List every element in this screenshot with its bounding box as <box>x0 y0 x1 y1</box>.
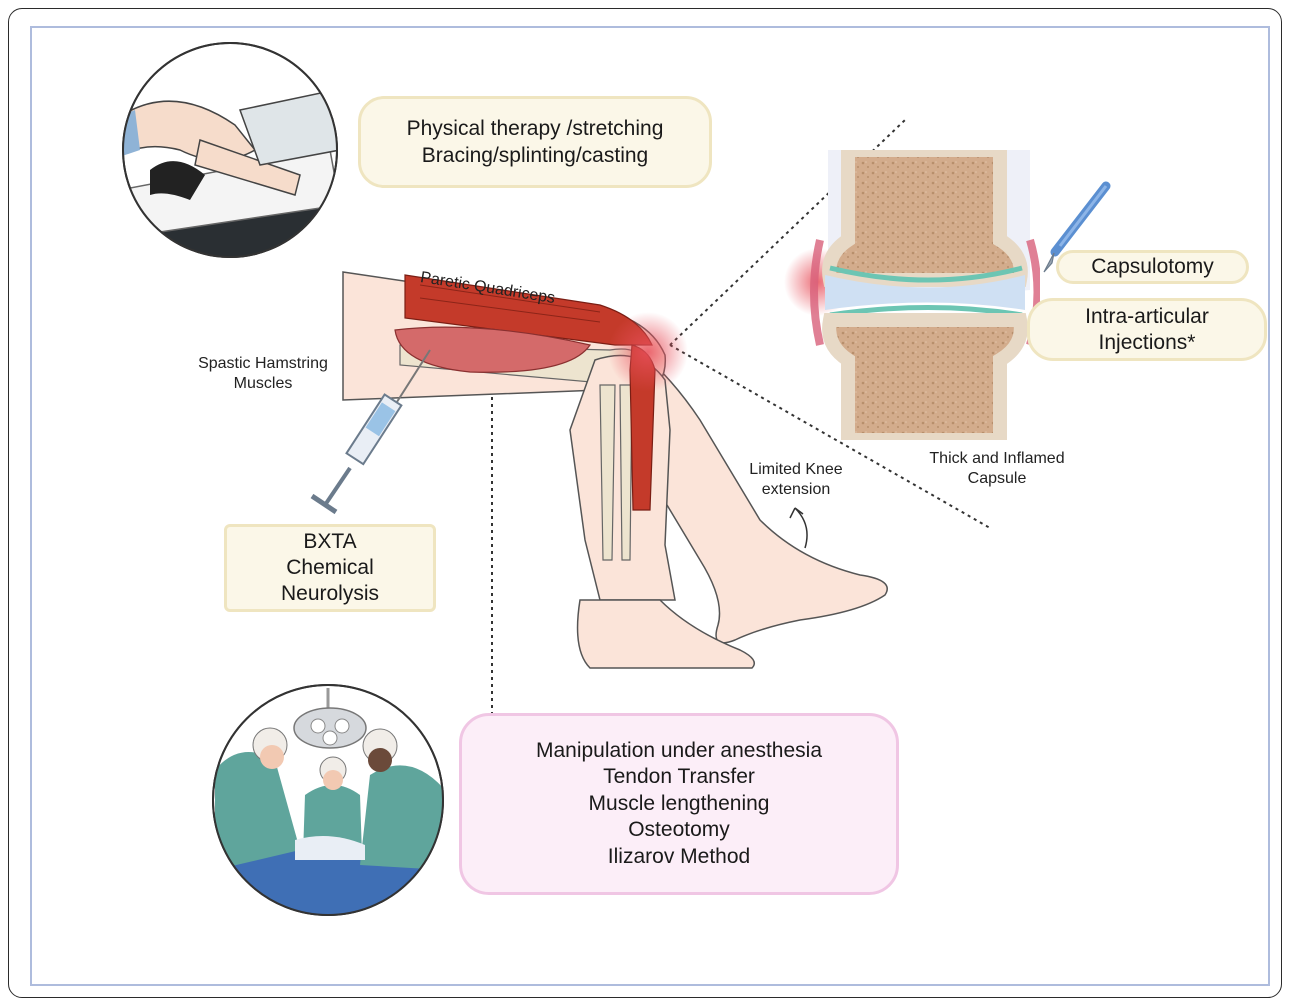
capsule-label: Thick and Inflamed Capsule <box>910 449 1084 489</box>
conservative-line-2: Bracing/splinting/casting <box>422 142 648 169</box>
capsule-line-2: Capsule <box>910 469 1084 489</box>
chemical-line-1: BXTA <box>303 529 356 555</box>
surgical-item: Manipulation under anesthesia <box>536 738 822 765</box>
surgical-item: Tendon Transfer <box>603 764 755 791</box>
surgical-item: Ilizarov Method <box>608 844 750 871</box>
conservative-treatment-box: Physical therapy /stretching Bracing/spl… <box>358 96 712 188</box>
chemical-line-3: Neurolysis <box>281 581 379 607</box>
conservative-line-1: Physical therapy /stretching <box>407 115 664 142</box>
knee-extension-label: Limited Knee extension <box>730 460 862 500</box>
capsule-line-1: Thick and Inflamed <box>910 449 1084 469</box>
injection-box: Intra-articular Injections* <box>1027 298 1267 361</box>
capsulotomy-box: Capsulotomy <box>1056 250 1249 284</box>
chemical-treatment-box: BXTA Chemical Neurolysis <box>224 524 436 612</box>
surgical-item: Osteotomy <box>628 817 730 844</box>
surgical-item: Muscle lengthening <box>589 791 770 818</box>
knee-line-2: extension <box>730 480 862 500</box>
surgeons-illustration <box>205 685 450 920</box>
surgical-treatment-box: Manipulation under anesthesia Tendon Tra… <box>459 713 899 895</box>
hamstring-line-2: Muscles <box>182 374 344 394</box>
capsulotomy-label: Capsulotomy <box>1091 255 1214 279</box>
knee-joint-illustration <box>784 150 1038 440</box>
injection-line-1: Intra-articular <box>1085 304 1209 330</box>
hamstring-label: Spastic Hamstring Muscles <box>182 354 344 394</box>
chemical-line-2: Chemical <box>286 555 374 581</box>
injection-line-2: Injections* <box>1099 330 1196 356</box>
knee-line-1: Limited Knee <box>730 460 862 480</box>
hamstring-line-1: Spastic Hamstring <box>182 354 344 374</box>
therapist-stretching-illustration <box>110 43 360 260</box>
